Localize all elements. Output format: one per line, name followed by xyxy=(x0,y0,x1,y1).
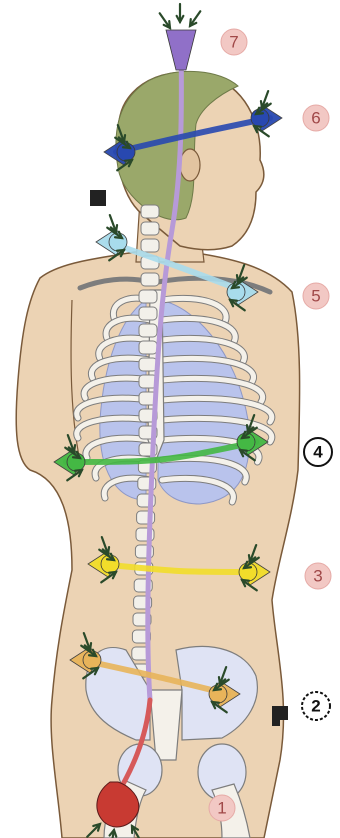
square-marker-icon xyxy=(90,190,106,206)
vertebra xyxy=(141,205,159,218)
label-7-text: 7 xyxy=(229,33,238,52)
label-1-text: 1 xyxy=(217,799,226,818)
label-3-text: 3 xyxy=(313,567,322,586)
vertebra xyxy=(141,239,159,252)
vertebra xyxy=(139,358,157,371)
label-4: 4 xyxy=(304,438,332,466)
vertebra xyxy=(139,307,157,320)
label-5-text: 5 xyxy=(311,287,320,306)
label-2: 2 xyxy=(302,692,330,720)
label-4-text: 4 xyxy=(313,443,323,462)
label-1: 1 xyxy=(209,795,235,821)
label-5: 5 xyxy=(303,283,329,309)
chakra-7 xyxy=(160,4,201,70)
vertebra xyxy=(139,290,157,303)
label-6: 6 xyxy=(303,105,329,131)
square-marker-icon xyxy=(272,706,288,726)
chakra-node-icon xyxy=(166,30,196,70)
label-7: 7 xyxy=(221,29,247,55)
vertebra xyxy=(141,222,159,235)
sacrum xyxy=(150,690,182,760)
label-6-text: 6 xyxy=(311,109,320,128)
vertebra xyxy=(139,324,157,337)
ear xyxy=(180,149,200,181)
vertebra xyxy=(141,273,159,286)
label-3: 3 xyxy=(305,563,331,589)
vertebra xyxy=(139,341,157,354)
label-2-text: 2 xyxy=(311,697,320,716)
